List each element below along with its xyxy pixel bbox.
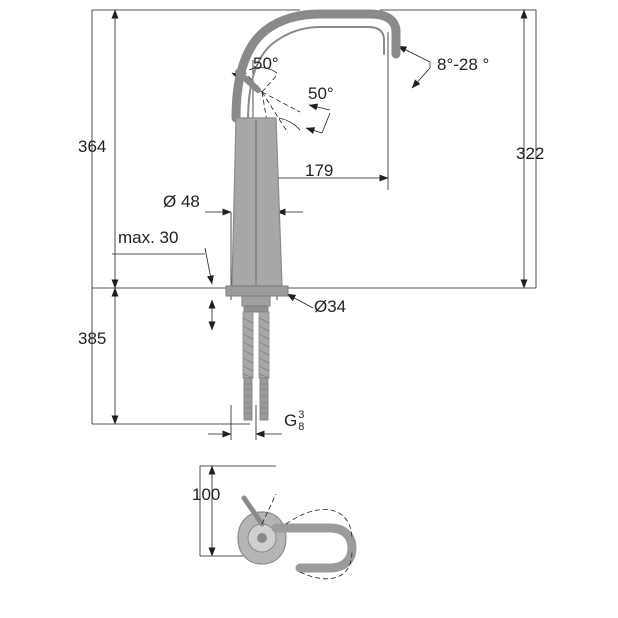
dimension-label-height-total: 364 [78,137,107,156]
dimension-label-height-spout: 322 [516,144,545,163]
faucet-top-view [237,493,357,580]
dimension-label-lever-height: 100 [192,485,221,504]
faucet-body [225,9,401,421]
dimension-label-max-thickness: max. 30 [118,228,179,247]
angle-label-lever-left: 50° [253,54,279,73]
dimension-label-spout-reach: 179 [305,161,334,180]
dimension-label-flex-length: 385 [78,329,107,348]
dimension-label-hole-diameter: Ø34 [314,297,347,316]
angle-label-lever-right: 50° [308,84,334,103]
thread-letter: G [284,411,298,431]
angle-label-spout-swivel: 8°-28 ° [437,55,490,74]
dimension-label-body-diameter: Ø 48 [163,192,200,211]
